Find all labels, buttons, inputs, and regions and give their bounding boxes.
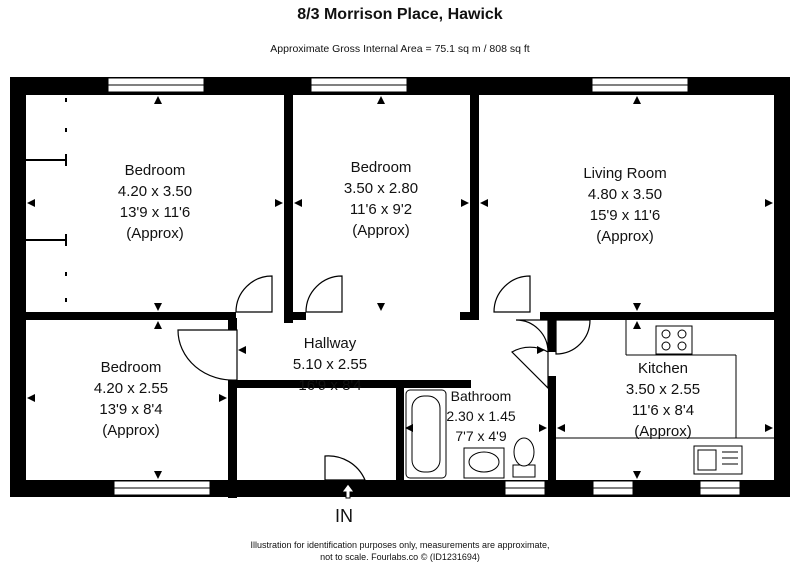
room-imperial: 13'9 x 8'4: [99, 401, 163, 418]
room-name: Bedroom: [124, 162, 186, 179]
doors: [177, 275, 591, 481]
bathroom-fixtures: [405, 389, 536, 479]
room-name: Kitchen: [637, 360, 689, 377]
room-name: Hallway: [303, 335, 357, 352]
room-note: (Approx): [102, 422, 160, 439]
room-note: (Approx): [596, 228, 654, 245]
room-metric: 5.10 x 2.55: [292, 356, 368, 373]
plan-title: 8/3 Morrison Place, Hawick: [297, 6, 503, 23]
disclaimer-line-1: Illustration for identification purposes…: [250, 540, 550, 550]
room-name: Bathroom: [450, 388, 512, 404]
entrance-arrow-icon: [341, 483, 355, 499]
windows: [107, 77, 741, 496]
room-kitchen: Kitchen 3.50 x 2.55 11'6 x 8'4 (Approx): [578, 358, 748, 442]
room-imperial: 15'9 x 11'6: [589, 207, 661, 224]
wardrobe-marks: [26, 98, 67, 302]
room-metric: 3.50 x 2.55: [625, 381, 701, 398]
room-bedroom-2: Bedroom 3.50 x 2.80 11'6 x 9'2 (Approx): [296, 157, 466, 241]
room-note: (Approx): [126, 225, 184, 242]
room-imperial: 11'6 x 9'2: [349, 201, 413, 218]
room-metric: 4.20 x 3.50: [117, 183, 193, 200]
room-imperial: 16'9 x 8'4: [298, 377, 362, 394]
room-imperial: 7'7 x 4'9: [455, 428, 507, 444]
room-name: Bedroom: [100, 359, 162, 376]
room-imperial: 13'9 x 11'6: [119, 204, 191, 221]
room-metric: 4.20 x 2.55: [93, 380, 169, 397]
room-name: Bedroom: [350, 159, 412, 176]
room-imperial: 11'6 x 8'4: [631, 402, 695, 419]
dimension-arrows: [27, 96, 773, 479]
room-bedroom-1: Bedroom 4.20 x 3.50 13'9 x 11'6 (Approx): [70, 160, 240, 244]
disclaimer: Illustration for identification purposes…: [200, 539, 600, 563]
room-name: Living Room: [583, 165, 667, 182]
room-living-room: Living Room 4.80 x 3.50 15'9 x 11'6 (App…: [540, 163, 710, 247]
disclaimer-line-2: not to scale. Fourlabs.co © (ID1231694): [320, 552, 480, 562]
room-metric: 3.50 x 2.80: [343, 180, 419, 197]
room-note: (Approx): [352, 222, 410, 239]
kitchen-fixtures: [556, 320, 774, 475]
room-metric: 2.30 x 1.45: [446, 408, 516, 424]
room-note: (Approx): [634, 423, 692, 440]
room-metric: 4.80 x 3.50: [587, 186, 663, 203]
room-bedroom-3: Bedroom 4.20 x 2.55 13'9 x 8'4 (Approx): [46, 357, 216, 441]
entrance-label: IN: [335, 506, 353, 526]
room-hallway: Hallway 5.10 x 2.55 16'9 x 8'4: [245, 333, 415, 396]
room-bathroom: Bathroom 2.30 x 1.45 7'7 x 4'9: [406, 386, 556, 446]
gross-internal-area: Approximate Gross Internal Area = 75.1 s…: [270, 43, 530, 55]
